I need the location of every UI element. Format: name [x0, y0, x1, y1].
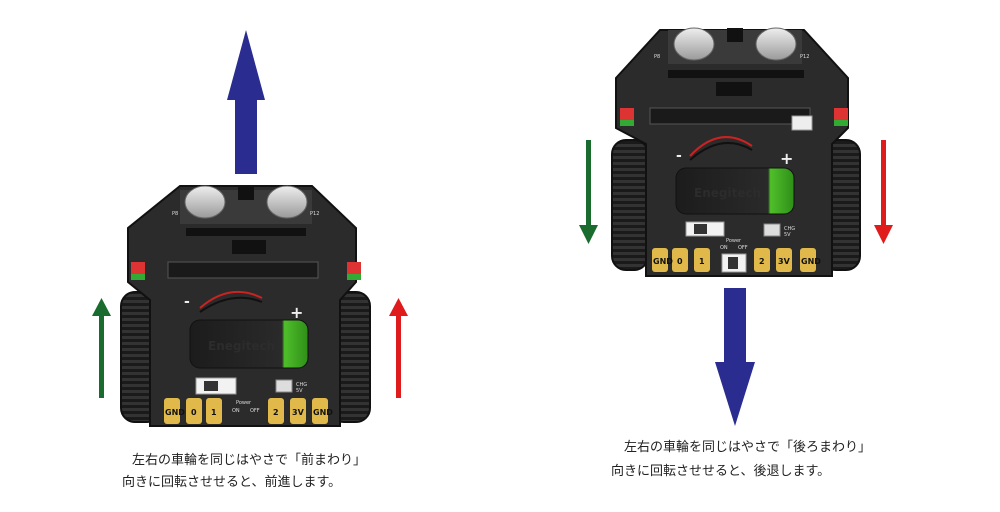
- header-label-p8: P8: [172, 211, 178, 217]
- pin-label: 1: [211, 408, 217, 417]
- svg-text:+: +: [290, 303, 303, 322]
- left-caption-line1: 左右の車輪を同じはやさで「前まわり」: [132, 453, 367, 468]
- ultrasonic-sensor: [668, 27, 802, 64]
- up-arrow-icon: [227, 30, 265, 174]
- charge-label: CHG: [784, 226, 795, 232]
- charge-voltage: 5V: [784, 232, 791, 238]
- pin-label: GND: [313, 408, 333, 417]
- robot-board: [615, 29, 849, 277]
- switch-label: Power: [236, 400, 252, 406]
- charge-port: [275, 379, 293, 393]
- switch-on: ON: [232, 408, 240, 414]
- pin-label: 2: [759, 257, 765, 266]
- svg-text:-: -: [676, 148, 682, 164]
- header-label-p12: P12: [800, 54, 809, 60]
- pin-label: GND: [801, 257, 821, 266]
- charge-voltage: 5V: [296, 388, 303, 394]
- pin-row: GND 0 1 2 3V GND: [164, 398, 333, 424]
- charge-port: [763, 223, 781, 237]
- switch-on: ON: [720, 245, 728, 251]
- down-arrow-icon: [715, 288, 755, 426]
- switch-off: OFF: [250, 408, 260, 414]
- pin-label: 0: [677, 257, 683, 266]
- pin-label: 1: [699, 257, 705, 266]
- robot-backward: P8 P12 - + Enegitech Power ON OFF CHG 5V: [579, 27, 893, 426]
- header-label-p8: P8: [654, 54, 660, 60]
- right-wheel-down-arrow-icon: [874, 140, 893, 244]
- battery-brand: Enegitech: [208, 339, 275, 353]
- pin-label: 2: [273, 408, 279, 417]
- battery: Enegitech: [675, 167, 795, 215]
- left-wheel-down-arrow-icon: [579, 140, 598, 244]
- left-wheel-up-arrow-icon: [92, 298, 111, 398]
- header-label-p12: P12: [310, 211, 319, 217]
- pin-label: 0: [191, 408, 197, 417]
- left-caption-line2: 向きに回転させせると、前進します。: [122, 475, 342, 490]
- pin-label: 3V: [778, 257, 791, 266]
- switch-label: Power: [726, 238, 742, 244]
- pin-row: GND 0 1 2 3V GND: [652, 248, 821, 273]
- pin-label: 3V: [292, 408, 305, 417]
- left-wheel: [611, 139, 649, 271]
- robot-forward: P8 P12 - + Enegitech Power ON OFF CHG 5V: [92, 30, 408, 427]
- pin-label: GND: [165, 408, 185, 417]
- battery-brand: Enegitech: [694, 186, 761, 200]
- right-caption-line1: 左右の車輪を同じはやさで「後ろまわり」: [624, 440, 872, 455]
- svg-text:-: -: [184, 294, 190, 310]
- battery: Enegitech: [189, 319, 309, 369]
- pin-label: GND: [653, 257, 673, 266]
- right-wheel-up-arrow-icon: [389, 298, 408, 398]
- right-caption-line2: 向きに回転させせると、後退します。: [611, 464, 831, 479]
- charge-label: CHG: [296, 382, 307, 388]
- ultrasonic-sensor: [180, 185, 312, 224]
- switch-off: OFF: [738, 245, 748, 251]
- svg-text:+: +: [780, 149, 793, 168]
